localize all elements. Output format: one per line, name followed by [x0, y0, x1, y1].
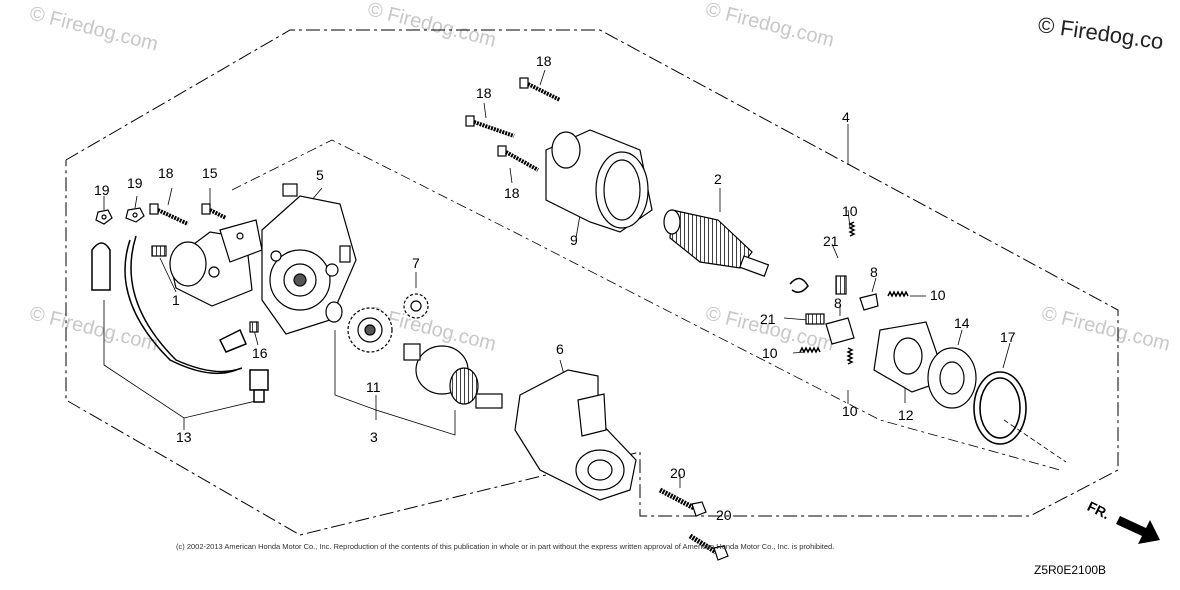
- pinion-part-3: [403, 343, 503, 409]
- callout-21a: 21: [823, 233, 839, 249]
- brush-part-8: [825, 293, 879, 345]
- diagram-code: Z5R0E2100B: [1034, 563, 1107, 577]
- callout-8a: 8: [870, 264, 878, 280]
- screw-part-21: [805, 275, 847, 325]
- callout-14: 14: [954, 315, 970, 331]
- gear-case-part-6: [514, 369, 637, 501]
- callout-18a: 18: [536, 53, 552, 69]
- callout-10b: 10: [930, 287, 946, 303]
- callout-12: 12: [898, 407, 914, 423]
- armature-part-2: [663, 209, 770, 277]
- bolt-part-20: [658, 487, 729, 561]
- spring-part-10: [799, 221, 909, 365]
- bolt-part-15: [201, 203, 227, 220]
- through-bolt-part-18: [149, 77, 561, 226]
- callout-2: 2: [714, 171, 722, 187]
- o-ring-part-17: [973, 371, 1027, 445]
- callout-18c: 18: [504, 185, 520, 201]
- inner-boundary: [231, 139, 1061, 471]
- solenoid-switch-part-1: [151, 219, 263, 307]
- callout-10c: 10: [762, 345, 778, 361]
- callout-21b: 21: [760, 311, 776, 327]
- callout-18d: 18: [158, 165, 174, 181]
- washer: [325, 301, 343, 323]
- callout-16: 16: [252, 345, 268, 361]
- copyright-notice: (c) 2002-2013 American Honda Motor Co., …: [176, 542, 835, 551]
- callout-20b: 20: [716, 507, 732, 523]
- callout-15: 15: [202, 165, 218, 181]
- callout-18b: 18: [476, 85, 492, 101]
- nut-part-19: [95, 207, 145, 225]
- callout-6: 6: [556, 341, 564, 357]
- callout-20a: 20: [670, 465, 686, 481]
- front-cover-part-5: [261, 183, 357, 335]
- callout-11: 11: [366, 379, 381, 395]
- callout-1: 1: [172, 292, 180, 308]
- assembly-boundary: [65, 29, 1119, 536]
- small-gear-part-7: [403, 293, 429, 319]
- callout-10d: 10: [842, 403, 858, 419]
- bolt-part-16: [249, 321, 259, 333]
- callout-7: 7: [412, 255, 420, 271]
- callout-17: 17: [1000, 329, 1016, 345]
- callout-4: 4: [842, 109, 850, 125]
- plate-part-14: [927, 347, 977, 409]
- front-direction-arrow: [1116, 516, 1160, 544]
- callout-8b: 8: [834, 295, 842, 311]
- callout-19b: 19: [127, 175, 143, 191]
- callout-10a: 10: [842, 203, 858, 219]
- callout-9: 9: [570, 232, 578, 248]
- callout-13: 13: [176, 429, 192, 445]
- callout-5: 5: [316, 167, 324, 183]
- leader-lines: [103, 69, 1067, 488]
- circlip: [789, 277, 809, 293]
- callout-19a: 19: [94, 182, 110, 198]
- callout-3: 3: [370, 429, 378, 445]
- starter-cable-part-13: [91, 235, 269, 403]
- reduction-gear-part-11: [347, 307, 393, 353]
- yoke-housing-part-9: [545, 129, 653, 233]
